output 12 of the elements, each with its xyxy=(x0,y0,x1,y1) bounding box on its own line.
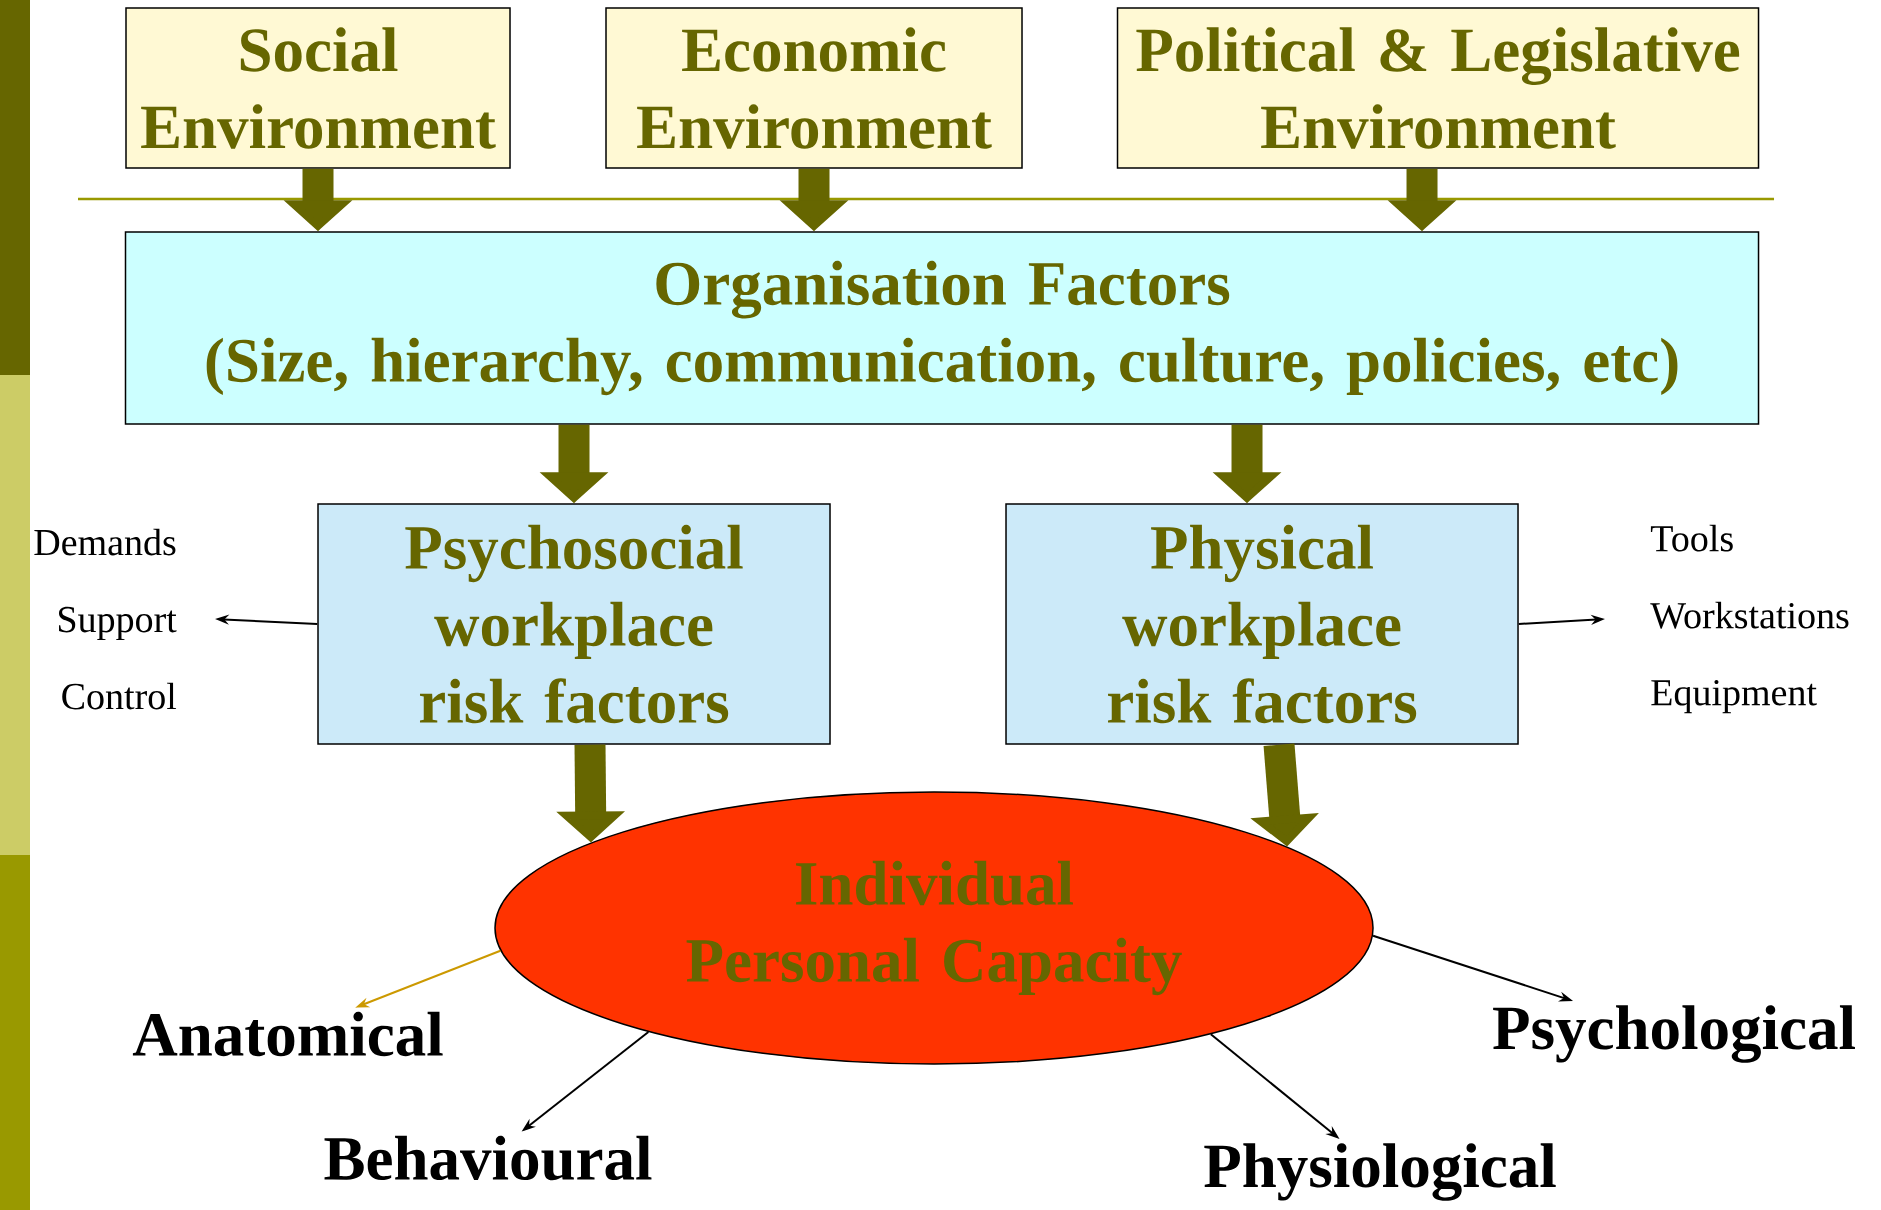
outcome-label: Physiological xyxy=(1204,1143,1556,1201)
process-box: Economic Environment xyxy=(605,7,1023,169)
process-box: Political & Legislative Environment xyxy=(1116,7,1760,169)
process-box: Organisation Factors (Size, hierarchy, communication, culture, policies, etc) xyxy=(124,231,1760,425)
process-box: Psychosocial workplace risk factors xyxy=(317,503,831,745)
outcome-label: Anatomical xyxy=(132,1011,443,1057)
outcome-label: Psychological xyxy=(1493,1005,1855,1063)
text-list: Demands Support Control xyxy=(34,528,177,710)
text-list: Tools Workstations Equipment xyxy=(1650,524,1849,714)
process-box: Physical workplace risk factors xyxy=(1005,503,1519,745)
process-box: Social Environment xyxy=(125,7,511,169)
outcome-label: Behavioural xyxy=(324,1135,652,1181)
